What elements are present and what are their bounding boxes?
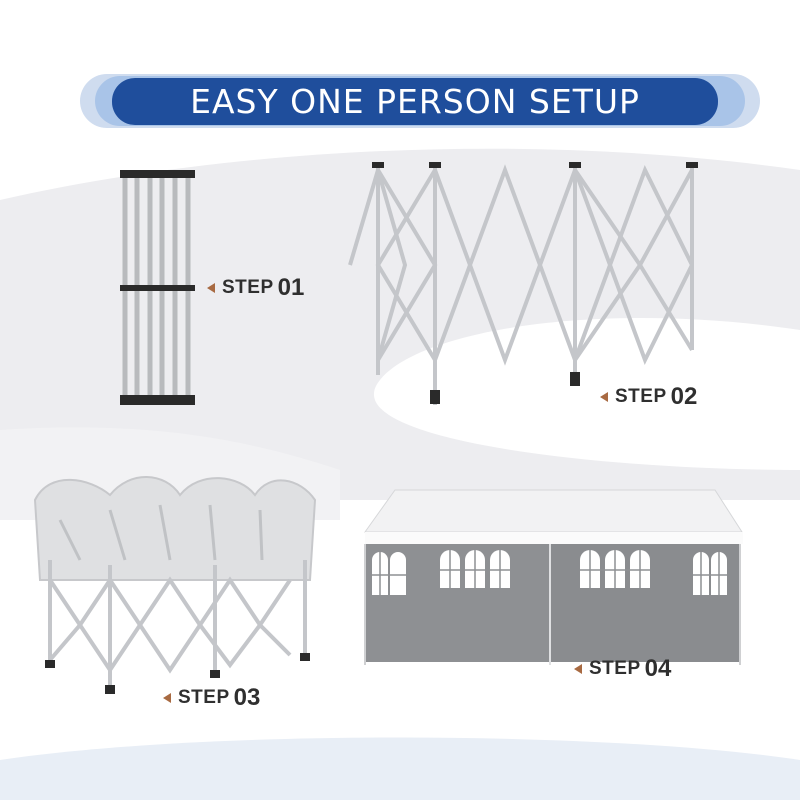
bottom-wave — [0, 737, 800, 800]
step-label-1: STEP 01 — [207, 274, 304, 302]
step-label-4: STEP 04 — [574, 655, 671, 683]
step-arrow-icon — [207, 283, 215, 293]
tent-window-mullions — [372, 550, 727, 595]
expanded-frame-caps — [372, 162, 698, 404]
finished-tent-image — [364, 489, 743, 665]
step-word: STEP — [615, 386, 667, 407]
step-word: STEP — [222, 277, 274, 298]
folded-frame-joints — [120, 170, 195, 405]
expanded-frame-image — [348, 164, 694, 405]
step-word: STEP — [178, 687, 230, 708]
step-number: 03 — [233, 684, 261, 711]
banner-inner — [112, 78, 718, 125]
step-arrow-icon — [163, 693, 171, 703]
banner — [80, 74, 760, 128]
canopy-frame-image — [33, 476, 317, 694]
step-arrow-icon — [574, 664, 582, 674]
step-number: 02 — [670, 383, 698, 410]
step-word: STEP — [589, 658, 641, 679]
step-arrow-icon — [600, 392, 608, 402]
step-number: 01 — [277, 274, 305, 301]
banner-title: EASY ONE PERSON SETUP — [190, 82, 640, 121]
step-label-2: STEP 02 — [600, 383, 697, 411]
step-number: 04 — [644, 655, 672, 682]
step-label-3: STEP 03 — [163, 684, 260, 712]
